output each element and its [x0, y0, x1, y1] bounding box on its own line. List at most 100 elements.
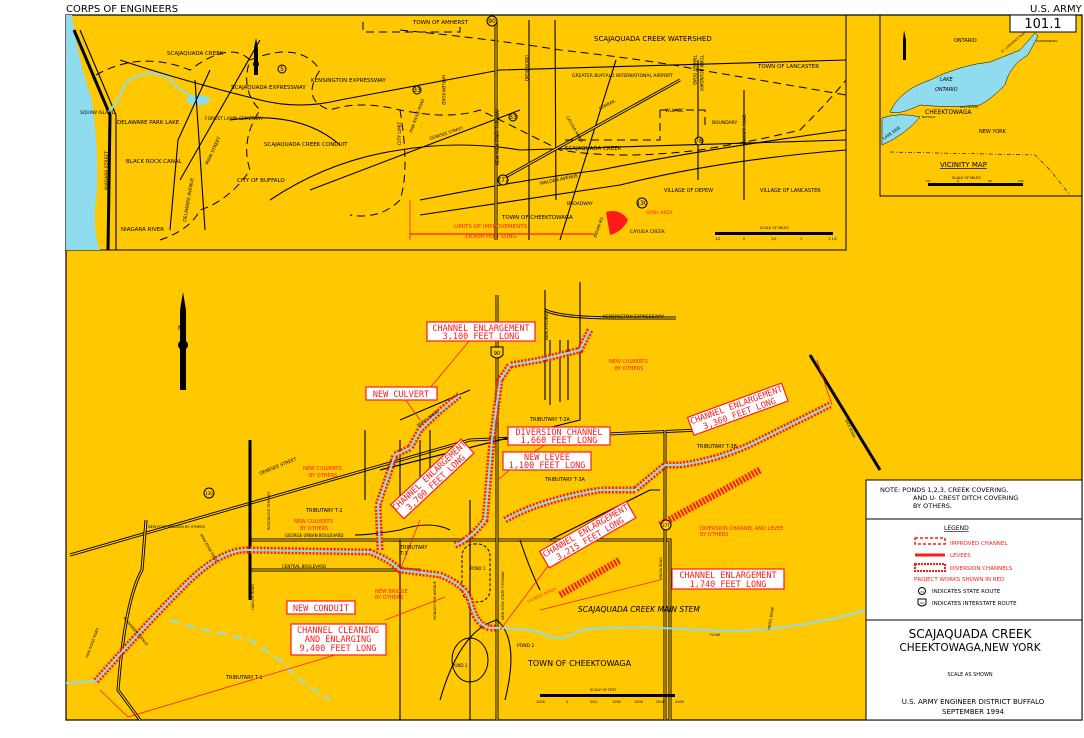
- inset-map: 5 33 33 277 78 130 90 SCAJAQUADA CREEK S…: [66, 15, 847, 251]
- svg-text:INDICATES INTERSTATE ROUTE: INDICATES INTERSTATE ROUTE: [932, 601, 1017, 607]
- callout-new-levee: NEW LEVEE 1,100 FEET LONG: [502, 451, 592, 471]
- vicinity-buffalo: BUFFALO: [922, 115, 936, 119]
- svg-text:50: 50: [988, 179, 992, 183]
- vicinity-lake-2: ONTARIO: [935, 87, 958, 93]
- label-pond3: POND 3: [452, 663, 468, 668]
- label-union-road: UNION ROAD: [524, 55, 529, 81]
- title-block: SCAJAQUADA CREEK CHEEKTOWAGA,NEW YORK SC…: [899, 627, 1044, 716]
- george-urban-blvd: [250, 539, 671, 720]
- label-scajaquada-expressway: SCAJAQUADA EXPRESSWAY: [231, 85, 306, 91]
- note-culverts-b-2: BY OTHERS: [309, 473, 337, 479]
- label-town-of-lancaster: TOWN OF LANCASTER: [757, 64, 819, 70]
- svg-text:0: 0: [957, 179, 959, 183]
- label-beach-road: BEACH ROAD: [544, 313, 549, 340]
- scajaquada-creek-inset: [107, 72, 196, 113]
- header-right: U.S. ARMY: [1030, 4, 1083, 15]
- svg-text:NEW CULVERT: NEW CULVERT: [373, 390, 429, 400]
- svg-text:33: 33: [920, 590, 924, 594]
- label-warner-road: WARNER ROAD: [742, 115, 747, 146]
- svg-text:0: 0: [743, 237, 745, 241]
- svg-text:1500: 1500: [634, 700, 643, 704]
- title: SCAJAQUADA CREEK: [909, 627, 1033, 641]
- note-culverts-c-1: NEW CULVERTS: [294, 519, 333, 525]
- svg-text:3,100 FEET LONG: 3,100 FEET LONG: [443, 332, 520, 342]
- note-div-levee-1: DIVERSION CHANNEL AND LEVEE: [700, 526, 783, 532]
- scajaquada-creek-main-stem: [65, 609, 867, 684]
- svg-text:IMPROVED CHANNEL: IMPROVED CHANNEL: [950, 541, 1008, 547]
- state-route-icon: [918, 587, 926, 595]
- label-town-of-cheektowaga: TOWN OF CHEEKTOWAGA: [501, 215, 573, 221]
- label-limits-1: LIMITS OF IMPROVEMENTS: [454, 224, 528, 230]
- label-niagara-street: NIAGARA STREET: [104, 151, 110, 190]
- note-bridge-2: BY OTHERS: [375, 595, 403, 601]
- label-village-of-depew: VILLAGE OF DEPEW: [664, 188, 713, 194]
- svg-text:33: 33: [413, 87, 421, 94]
- svg-text:2500: 2500: [675, 700, 684, 704]
- label-pond2: POND 2: [517, 643, 535, 649]
- vicinity-new-york: NEW YORK: [979, 129, 1007, 135]
- note-culverts-a-1: NEW CULVERTS: [609, 359, 648, 365]
- svg-text:2000: 2000: [656, 700, 665, 704]
- label-forest-lawn: FOREST LAWN CEMETARY: [205, 116, 263, 122]
- legend-title: LEGEND: [944, 525, 969, 532]
- label-transit-road: TRANSIT ROAD: [692, 54, 697, 85]
- svg-text:SCALE OF FEET: SCALE OF FEET: [590, 688, 618, 692]
- label-scajaquada-creek-east: SCAJAQUADA CREEK: [565, 146, 622, 152]
- inset-scale-bar: SCALE OF MILES 1/2 0 1/2 1 1 1/2: [715, 226, 837, 241]
- callout-new-culvert: NEW CULVERT: [365, 386, 438, 401]
- label-city-limit: CITY LIMIT: [397, 122, 403, 145]
- vicinity-title: VICINITY MAP: [940, 161, 987, 169]
- lake-ontario-water: [889, 32, 1039, 113]
- svg-text:277: 277: [662, 523, 670, 528]
- svg-text:1: 1: [800, 237, 802, 241]
- interstate-route-icon: [917, 598, 927, 607]
- label-trib-t3-1: TRIBUTARY: [399, 545, 428, 551]
- svg-text:1,100 FEET LONG: 1,100 FEET LONG: [509, 461, 586, 471]
- vicinity-rochester: ROCHESTER: [960, 105, 978, 109]
- sheet-number-box: [1009, 14, 1077, 33]
- vicinity-north-arrow-icon: [903, 30, 906, 60]
- svg-text:NEW CONDUIT: NEW CONDUIT: [293, 604, 349, 614]
- svg-text:50: 50: [926, 179, 930, 183]
- label-main-stem: SCAJAQUADA CREEK MAIN STEM: [578, 605, 700, 614]
- svg-text:90: 90: [494, 351, 500, 357]
- svg-text:0: 0: [566, 700, 568, 704]
- label-spoil-area: SPOIL AREA: [646, 210, 673, 216]
- svg-text:N: N: [178, 325, 183, 332]
- svg-text:277: 277: [497, 177, 509, 184]
- note-culverts-b-1: NEW CULVERTS: [303, 466, 342, 472]
- svg-text:100: 100: [1018, 179, 1024, 183]
- callout-ce-3100: CHANNEL ENLARGEMENT 3,100 FEET LONG: [426, 321, 536, 342]
- legend: LEGEND IMPROVED CHANNEL LEVEES DIVERSION…: [914, 525, 1017, 607]
- svg-text:130: 130: [205, 491, 213, 496]
- note-culverts-c-2: BY OTHERS: [300, 526, 328, 532]
- niagara-river-water: [66, 15, 100, 250]
- label-harlem-road: HARLEM ROAD: [441, 75, 446, 105]
- lake-erie-water: [881, 114, 921, 146]
- label-trib-t2a: TRIBUTARY T-2A: [529, 417, 571, 423]
- note-line1: NOTE: PONDS 1,2,3, CREEK COVERING,: [880, 486, 1008, 494]
- svg-text:1 1/2: 1 1/2: [828, 237, 837, 241]
- route-shields-main: 90 130 277: [203, 346, 672, 531]
- genesee-street: [69, 429, 701, 556]
- svg-text:DIVERSION CHANNELS: DIVERSION CHANNELS: [950, 566, 1013, 572]
- pine-ridge-road: [117, 519, 147, 721]
- label-nys-thruway-inset: NEW YORK STATE THRUWAY: [495, 109, 500, 165]
- north-arrow-icon: N: [178, 292, 188, 390]
- side-panel: [865, 479, 1083, 721]
- callout-diversion-channel: DIVERSION CHANNEL 1,660 FEET LONG: [507, 426, 611, 446]
- label-scajaquada-creek: SCAJAQUADA CREEK: [167, 51, 224, 57]
- svg-text:DIVERSION CHANNEL: DIVERSION CHANNEL: [516, 428, 603, 438]
- label-trib-t3-2: T-3: [399, 551, 408, 557]
- label-squaw-island: SQUAW ISLAND: [80, 110, 116, 116]
- vicinity-ontario: ONTARIO: [954, 38, 977, 44]
- svg-text:PROJECT WORKS SHOWN IN RED: PROJECT WORKS SHOWN IN RED: [914, 577, 1004, 583]
- vicinity-scale-title: SCALE OF MILES: [952, 176, 981, 180]
- label-town-of-amherst: TOWN OF AMHERST: [412, 20, 469, 26]
- label-hazel: HAZEL DRIVE: [767, 606, 775, 630]
- label-central: CENTRAL BOULEVARD: [282, 564, 326, 569]
- label-town-boundary: TOWN BOUNDARY: [699, 54, 704, 92]
- label-village: VILLAGE: [665, 108, 684, 114]
- label-black-rock-canal: BLACK ROCK CANAL: [126, 159, 183, 165]
- diversion-channels-swatch: [914, 563, 946, 572]
